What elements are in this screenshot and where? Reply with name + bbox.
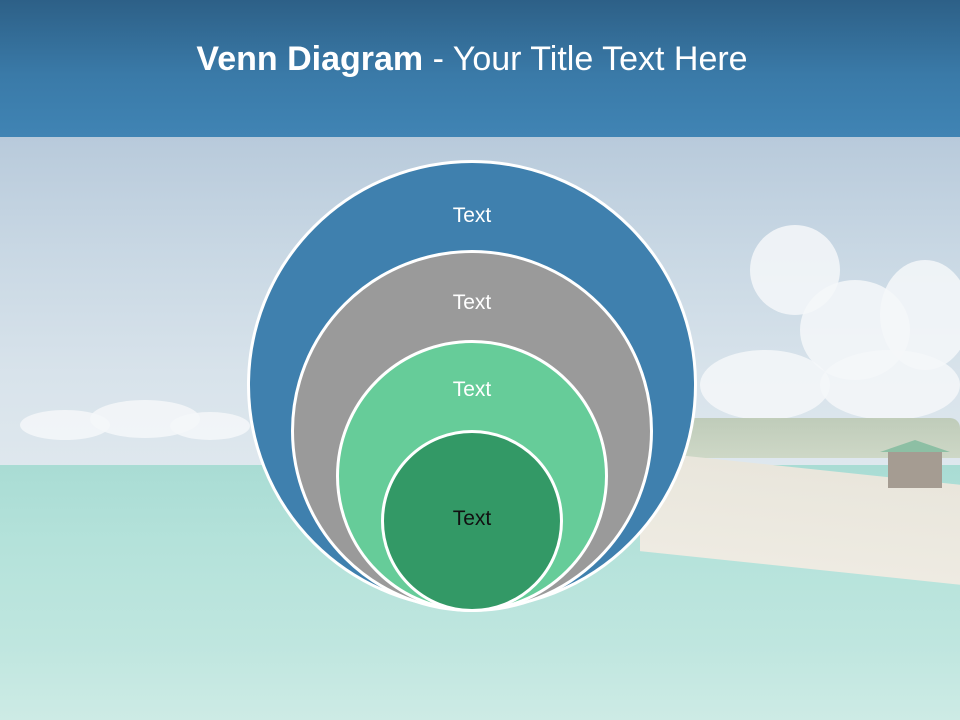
- outer-circle-label: Text: [452, 204, 492, 227]
- title-bold-part: Venn Diagram: [196, 40, 424, 78]
- cloud-right-5: [820, 350, 960, 420]
- slide-title: Venn Diagram - Your Title Text Here: [0, 40, 944, 79]
- title-rest-part: - Your Title Text Here: [423, 40, 748, 78]
- hut-roof: [880, 440, 950, 452]
- inner-circle[interactable]: [381, 430, 563, 612]
- cloud-right-4: [700, 350, 830, 420]
- title-bar: Venn Diagram - Your Title Text Here: [0, 0, 960, 137]
- hut-body: [888, 452, 942, 488]
- third-circle-label: Text: [452, 378, 492, 401]
- inner-circle-label: Text: [452, 507, 492, 530]
- background-hut: [880, 440, 950, 488]
- second-circle-label: Text: [452, 291, 492, 314]
- cloud-left-3: [170, 412, 250, 440]
